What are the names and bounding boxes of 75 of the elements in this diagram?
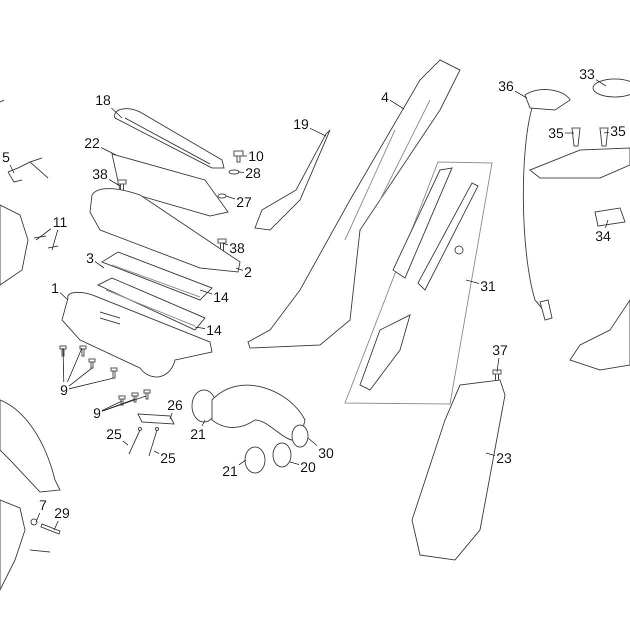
leader-line [94,261,104,268]
leader-line [310,128,326,136]
callout-number: 11 [52,214,68,230]
callout-number: 27 [236,194,252,210]
leader-line [605,220,608,228]
leader-line [108,179,120,186]
callout-number: 5 [2,149,10,165]
leader-line [102,398,136,412]
leader-line [514,90,528,98]
callout-number: 19 [293,116,309,132]
callout-number: 25 [160,450,176,466]
leader-line [10,164,14,174]
callout-number: 30 [318,445,334,461]
leader-line [194,326,206,329]
callout-number: 7 [39,497,47,513]
leader-line [122,440,128,446]
leader-line [52,230,58,250]
leader-line [390,100,404,110]
leader-line [236,268,244,271]
callout-number: 35 [610,123,626,139]
callout-number: 21 [222,463,238,479]
callout-number: 31 [480,278,496,294]
callout-number: 3 [86,250,94,266]
leader-line [36,512,40,522]
callout-number: 36 [498,78,514,94]
callout-number: 18 [95,92,111,108]
leader-line [226,196,236,200]
leader-line [222,242,228,246]
callout-number: 38 [92,166,108,182]
callout-number: 37 [492,342,508,358]
callout-number: 2 [244,264,252,280]
callout-number: 33 [579,66,595,82]
leader-line [154,450,160,454]
leader-line [604,132,610,134]
leader-line [238,172,244,173]
leader-line [100,147,116,156]
leader-line [170,412,173,420]
callout-number: 38 [229,240,245,256]
callout-number: 34 [595,228,611,244]
leader-line [466,280,480,284]
leader-line [36,228,52,240]
leader-line [62,348,64,382]
callout-number: 26 [167,397,183,413]
leader-line [111,108,122,118]
callout-number: 25 [106,426,122,442]
leader-line [308,438,318,446]
callout-number: 29 [54,505,70,521]
leader-line [486,452,496,456]
leader-line [60,292,68,300]
callout-number: 22 [84,135,100,151]
callout-number: 4 [381,89,389,105]
callout-number: 21 [190,426,206,442]
leader-line [68,368,92,386]
callout-number: 28 [245,165,261,181]
callout-number: 20 [300,459,316,475]
leader-line [200,290,212,294]
callout-number: 9 [93,405,101,421]
leader-line [54,520,59,530]
leader-line [564,132,574,134]
leader-line [102,396,146,412]
callout-number: 23 [496,450,512,466]
leader-line [67,348,82,382]
callout-number: 14 [213,289,229,305]
callout-number: 35 [548,125,564,141]
callout-number: 10 [248,148,264,164]
leader-line [496,358,500,372]
leader-line [102,400,122,411]
leader-line [202,420,206,426]
callout-number: 1 [51,280,59,296]
callout-number: 14 [206,322,222,338]
callout-number: 9 [60,382,68,398]
leader-line [290,462,300,465]
leader-line [238,460,246,466]
leader-line [596,79,606,86]
leader-line [68,378,114,390]
